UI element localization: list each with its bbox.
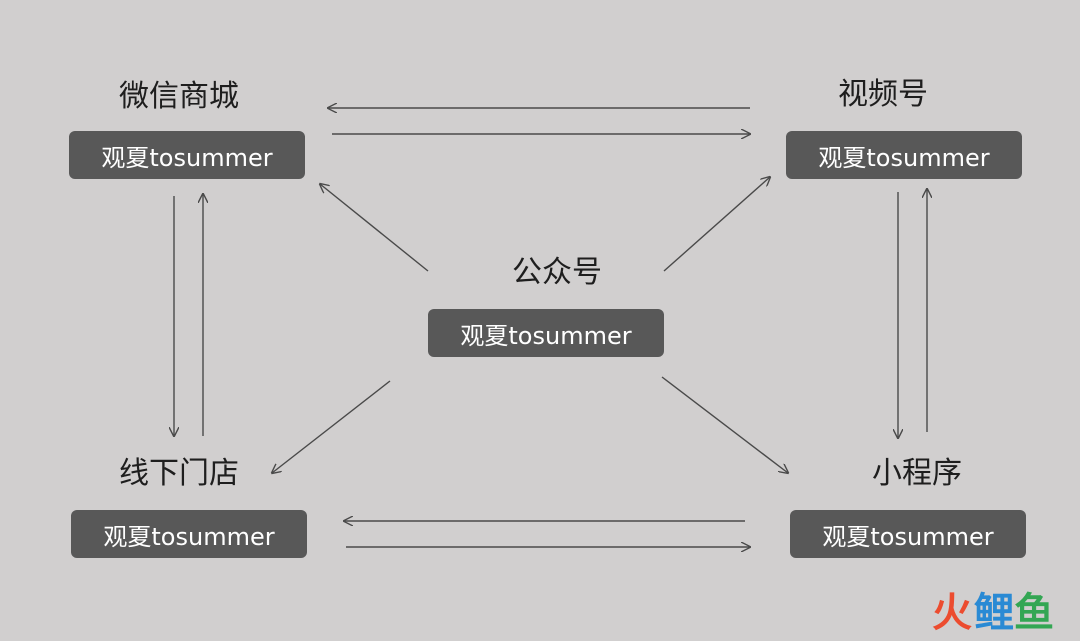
arrow-official-to-mall [320, 184, 429, 272]
arrow-official-to-store [272, 380, 391, 473]
watermark-logo: 火 鲤鱼 [932, 593, 1054, 633]
arrow-official-to-miniprogram [661, 376, 788, 473]
watermark-text: 鲤鱼 [974, 590, 1054, 636]
node-tag-channels: 观夏tosummer [786, 131, 1022, 179]
node-title-weixin-mall: 微信商城 [119, 79, 239, 114]
node-title-official-account: 公众号 [512, 255, 602, 290]
node-tag-official-account: 观夏tosummer [428, 309, 664, 357]
node-tag-weixin-mall: 观夏tosummer [69, 131, 305, 179]
node-tag-offline-store: 观夏tosummer [71, 510, 307, 558]
node-title-offline-store: 线下门店 [119, 456, 239, 491]
node-tag-mini-program: 观夏tosummer [790, 510, 1026, 558]
arrow-official-to-channels [663, 177, 770, 272]
node-title-channels: 视频号 [838, 77, 928, 112]
node-title-mini-program: 小程序 [872, 456, 962, 491]
fire-logo-mark: 火 [932, 590, 972, 636]
